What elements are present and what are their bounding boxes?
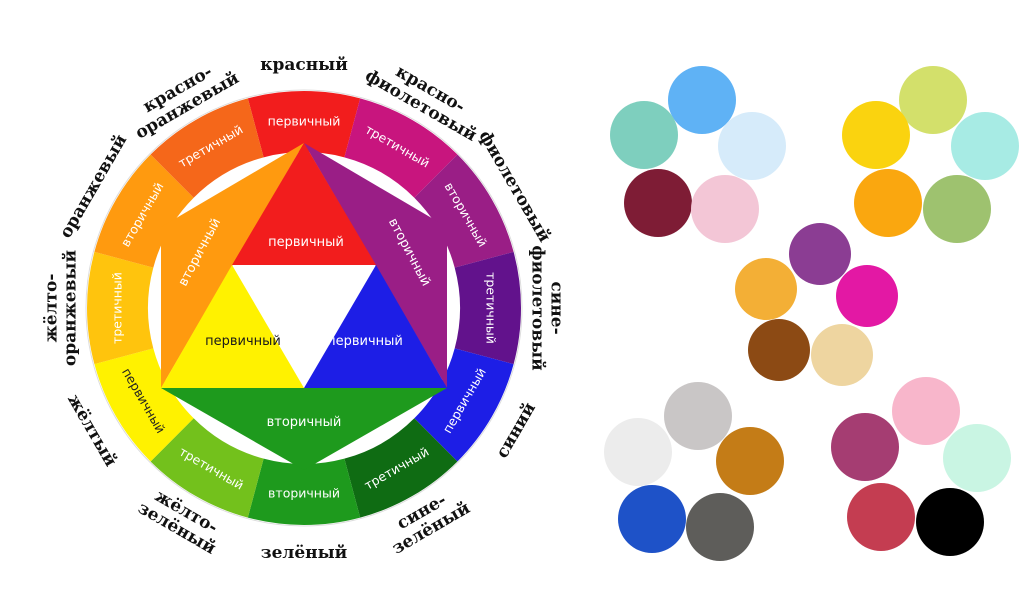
swatch-circle	[668, 66, 736, 134]
swatch-circle	[618, 485, 686, 553]
ring-segment-red-orange	[150, 98, 264, 198]
swatch-circle	[831, 413, 899, 481]
ring-segment-red	[247, 91, 361, 158]
palette-1	[610, 66, 786, 243]
color-name-line: зелёный	[261, 543, 348, 563]
ring-segment-orange	[94, 154, 194, 268]
swatch-circle	[836, 265, 898, 327]
color-name-yellow-orange: жёлто-оранжевый	[42, 250, 81, 367]
segment-label-green: вторичный	[268, 486, 340, 501]
ring-segment-blue	[414, 348, 514, 462]
inner-hexagon: первичный первичный первичный вторичный …	[161, 143, 447, 470]
red-triangle-label: первичный	[268, 235, 344, 250]
color-name-line: красный	[260, 55, 348, 75]
swatch-circle	[923, 175, 991, 243]
swatch-circle	[664, 382, 732, 450]
ring-segment-yellow-orange	[87, 251, 154, 365]
palette-5	[831, 377, 1011, 556]
yellow-triangle-label: первичный	[205, 334, 281, 349]
color-name-line: синий	[492, 399, 540, 462]
palette-3	[735, 223, 898, 386]
ring-segment-blue-violet	[454, 251, 521, 365]
color-name-line: сине-	[547, 281, 567, 334]
color-name-line: жёлто-	[42, 274, 62, 343]
swatch-circle	[686, 493, 754, 561]
palette-4	[604, 382, 784, 561]
swatch-circle	[748, 319, 810, 381]
swatch-circle	[811, 324, 873, 386]
green-triangle	[161, 388, 447, 470]
red-triangle	[232, 143, 376, 265]
swatch-circle	[718, 112, 786, 180]
color-name-line: фиолетовый	[528, 245, 548, 371]
swatch-circle	[691, 175, 759, 243]
swatch-circle	[951, 112, 1019, 180]
swatch-circle	[716, 427, 784, 495]
swatch-circle	[892, 377, 960, 445]
blue-triangle	[304, 265, 447, 388]
swatch-circle	[789, 223, 851, 285]
swatch-circle	[735, 258, 797, 320]
ring-segment-yellow	[94, 348, 194, 462]
ring-segment-blue-green	[344, 418, 458, 518]
yellow-triangle	[161, 265, 304, 388]
swatch-circle	[604, 418, 672, 486]
ring-segment-green	[247, 458, 361, 525]
ring-segment-red-violet	[344, 98, 458, 198]
ring-segment-violet	[414, 154, 514, 268]
color-name-green: зелёный	[261, 543, 348, 563]
swatch-circle	[854, 169, 922, 237]
color-name-red: красный	[260, 55, 348, 75]
swatch-circle	[943, 424, 1011, 492]
color-palettes	[604, 66, 1019, 561]
green-triangle-label: вторичный	[267, 415, 342, 430]
swatch-circle	[842, 101, 910, 169]
swatch-circle	[899, 66, 967, 134]
segment-label-yellow-orange: третичный	[110, 272, 125, 344]
segment-label-red: первичный	[268, 114, 341, 129]
color-ring	[87, 91, 521, 525]
palette-2	[842, 66, 1019, 243]
swatch-circle	[916, 488, 984, 556]
color-name-blue-violet: сине-фиолетовый	[528, 245, 567, 371]
swatch-circle	[624, 169, 692, 237]
color-name-blue: синий	[492, 399, 540, 462]
color-wheel: первичный первичный первичный вторичный …	[42, 55, 567, 563]
swatch-circle	[847, 483, 915, 551]
color-name-line: оранжевый	[61, 250, 81, 367]
segment-label-blue-violet: третичный	[484, 272, 499, 344]
ring-segment-yellow-green	[150, 418, 264, 518]
blue-triangle-label: первичный	[327, 334, 403, 349]
swatch-circle	[610, 101, 678, 169]
